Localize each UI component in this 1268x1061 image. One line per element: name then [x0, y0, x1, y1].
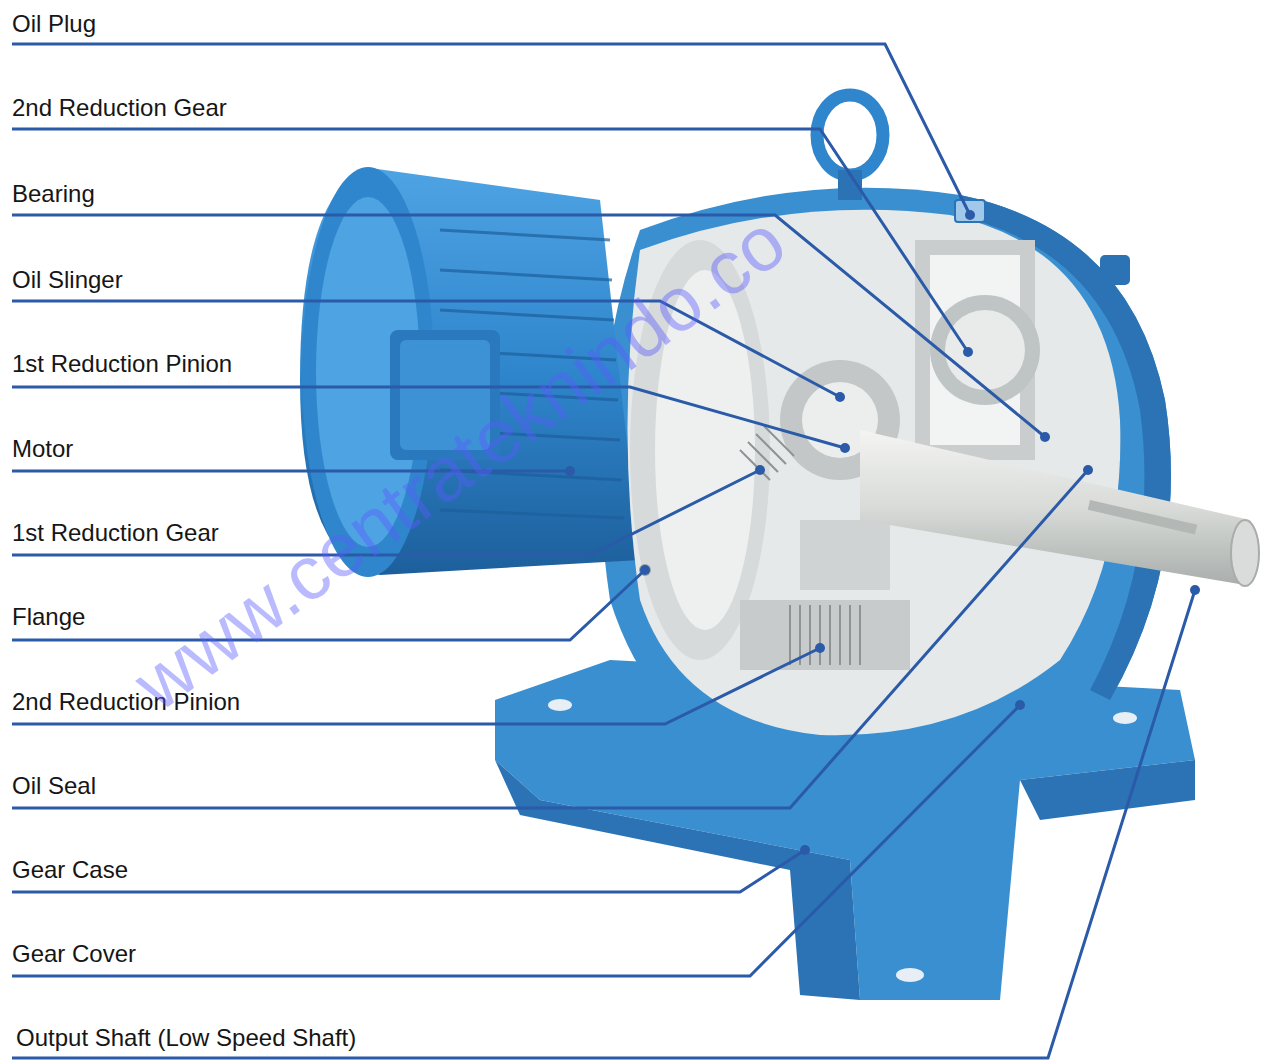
part-label: Flange: [12, 603, 85, 631]
leader-lines: [12, 44, 1195, 1058]
part-label: Motor: [12, 435, 73, 463]
part-label: Output Shaft (Low Speed Shaft): [16, 1024, 356, 1052]
part-label: Gear Case: [12, 856, 128, 884]
part-label: Oil Slinger: [12, 266, 123, 294]
part-label: Oil Plug: [12, 10, 96, 38]
eye-bolt: [817, 95, 883, 200]
part-label: 1st Reduction Gear: [12, 519, 219, 547]
oil-plug: [955, 200, 985, 222]
part-label: 1st Reduction Pinion: [12, 350, 232, 378]
part-label: 2nd Reduction Gear: [12, 94, 227, 122]
part-label: Bearing: [12, 180, 95, 208]
part-label: Gear Cover: [12, 940, 136, 968]
output-shaft: [860, 430, 1259, 586]
part-label: Oil Seal: [12, 772, 96, 800]
